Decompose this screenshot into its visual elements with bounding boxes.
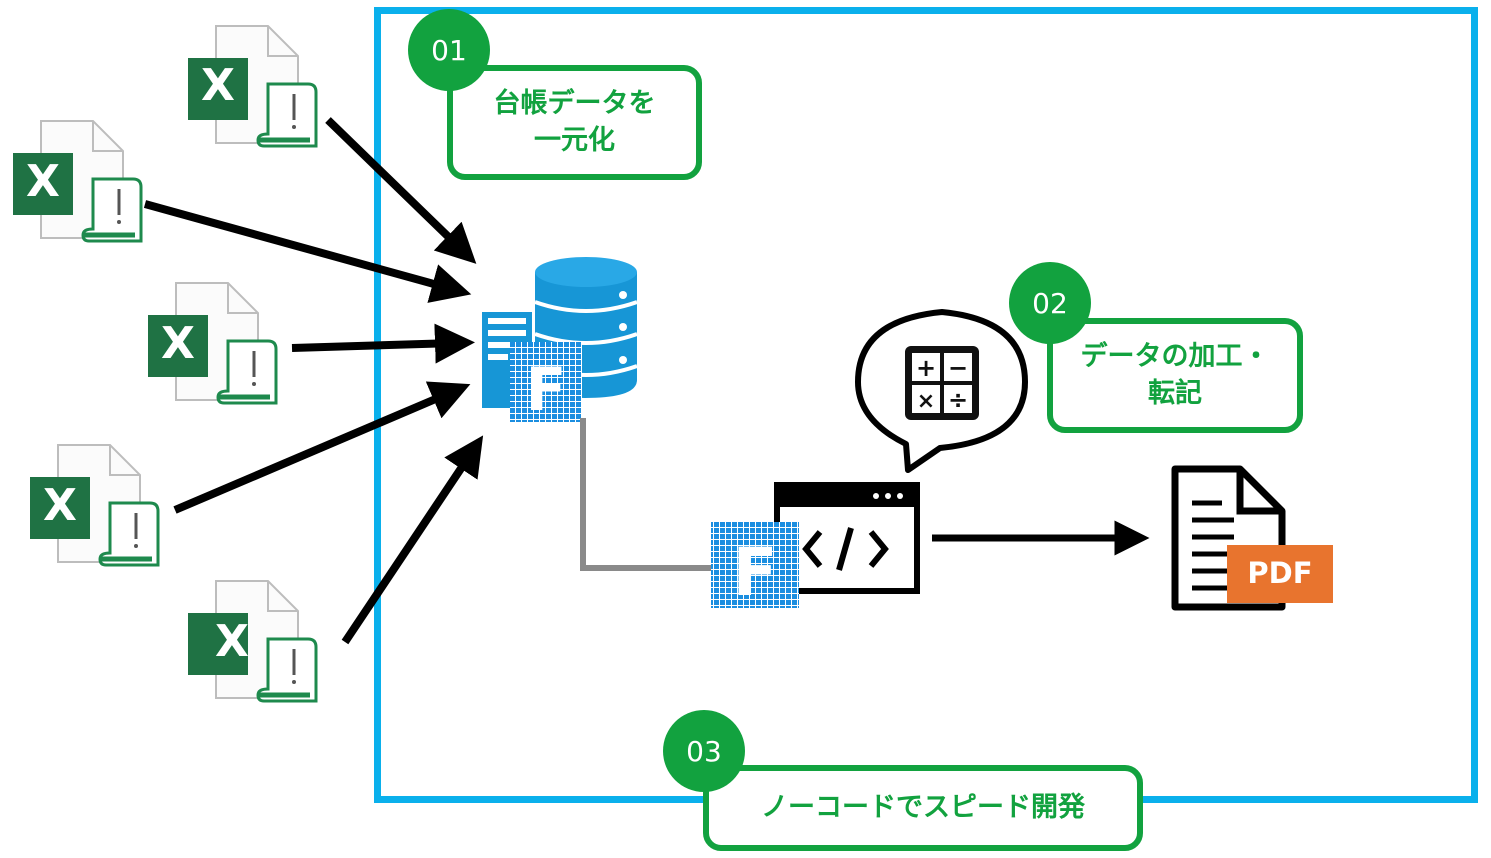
connector-line xyxy=(580,418,712,571)
excel-file-icon-5: X xyxy=(188,581,316,701)
step-01-callout: 台帳データを 一元化 xyxy=(447,65,702,180)
excel-letter: X xyxy=(26,156,60,207)
excel-file-icon-1: X xyxy=(188,26,316,146)
forguncy-letter: F xyxy=(526,355,567,425)
excel-file-icon-3: X xyxy=(148,283,276,403)
svg-text:−: − xyxy=(948,354,968,382)
svg-text:×: × xyxy=(917,389,935,414)
step-02-label-line2: 転記 xyxy=(1148,377,1202,409)
excel-file-icon-2: X xyxy=(13,121,141,241)
step-03-label: ノーコードでスピード開発 xyxy=(761,791,1085,823)
excel-letter: X xyxy=(201,60,235,111)
import-arrow-2 xyxy=(143,200,472,303)
calculator-icon: + − × ÷ xyxy=(905,346,979,420)
import-arrow-4 xyxy=(173,381,471,514)
excel-letter: X xyxy=(161,318,195,369)
excel-letter: X xyxy=(43,480,77,531)
step-02-badge: 02 xyxy=(1009,262,1091,344)
forguncy-letter: F xyxy=(732,534,777,611)
step-01-label-line1: 台帳データを xyxy=(493,88,656,120)
import-arrows xyxy=(143,117,484,645)
excel-letter: X xyxy=(215,616,249,667)
import-arrow-1 xyxy=(325,117,477,264)
step-02-callout: データの加工・ 転記 xyxy=(1047,318,1303,433)
database-icon: F xyxy=(482,257,638,425)
svg-text:÷: ÷ xyxy=(948,386,968,414)
code-window-icon: F xyxy=(711,482,920,611)
import-arrow-3 xyxy=(291,323,475,364)
step-01-badge: 01 xyxy=(408,9,490,91)
speech-bubble: + − × ÷ xyxy=(855,309,1028,473)
step-03-callout: ノーコードでスピード開発 xyxy=(703,765,1143,851)
pdf-label: PDF xyxy=(1247,556,1312,590)
step-01-label-line2: 一元化 xyxy=(534,124,615,156)
svg-text:+: + xyxy=(916,354,936,382)
pdf-document-icon: PDF xyxy=(1171,465,1333,611)
step-02-label-line1: データの加工・ xyxy=(1080,341,1270,373)
import-arrow-5 xyxy=(341,435,484,645)
excel-file-icon-4: X xyxy=(30,445,158,565)
step-03-badge: 03 xyxy=(663,710,745,792)
